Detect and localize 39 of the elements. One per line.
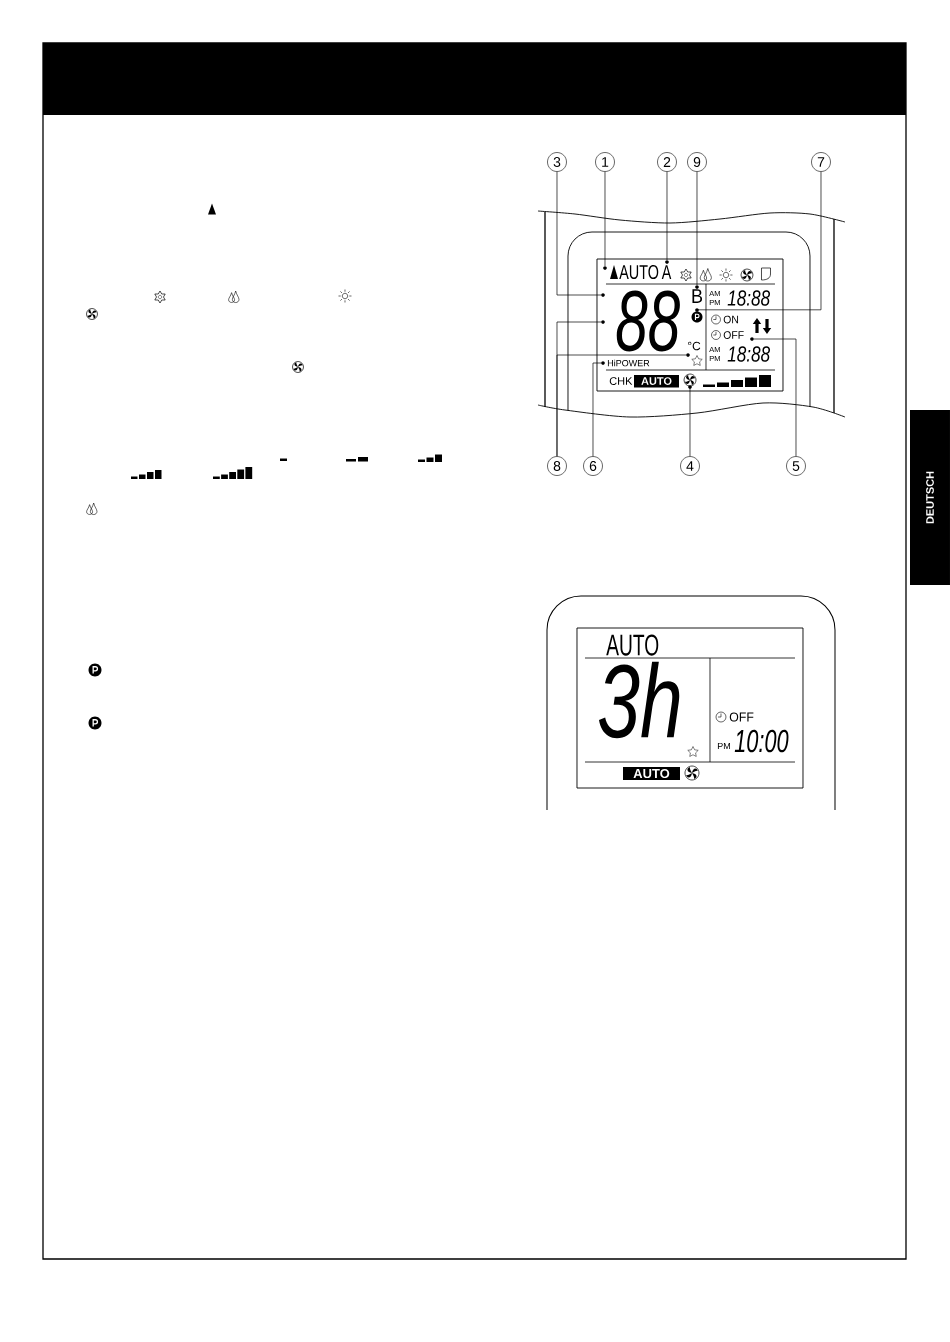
segment-digits: 88 bbox=[616, 290, 680, 352]
leader-line bbox=[696, 171, 698, 286]
clock-digits: 18:88 bbox=[727, 290, 771, 306]
display-text: B bbox=[692, 289, 703, 303]
display-text: CHK bbox=[609, 377, 633, 385]
callout-number: 8 bbox=[547, 456, 567, 476]
leader-line bbox=[696, 171, 822, 311]
display-text: HiPOWER bbox=[607, 359, 650, 367]
callout-number: 4 bbox=[680, 456, 700, 476]
display-text: ON bbox=[723, 315, 738, 324]
display-text: °C bbox=[688, 341, 701, 351]
leader-line bbox=[666, 171, 668, 261]
clock-digits: 10:00 bbox=[734, 729, 789, 753]
language-tab: DEUTSCH bbox=[910, 410, 950, 585]
leader-line bbox=[556, 171, 602, 296]
display-text: PM bbox=[717, 742, 730, 750]
p-symbol-icon bbox=[691, 308, 703, 323]
segment-digits: 3h bbox=[599, 661, 680, 739]
display-text: OFF bbox=[723, 331, 744, 339]
mode-text: A bbox=[661, 265, 672, 279]
leader-line bbox=[592, 362, 602, 457]
mode-text: AUTO bbox=[606, 634, 659, 656]
callout-number: 9 bbox=[687, 152, 707, 172]
highlighted-label: AUTO bbox=[623, 767, 680, 780]
callout-number: 2 bbox=[657, 152, 677, 172]
highlighted-label: AUTO bbox=[634, 375, 679, 388]
leader-line bbox=[753, 338, 797, 457]
callout-number: 7 bbox=[811, 152, 831, 172]
fan-icon bbox=[683, 373, 697, 389]
callout-number: 3 bbox=[547, 152, 567, 172]
leader-line bbox=[604, 171, 606, 267]
callout-number: 6 bbox=[583, 456, 603, 476]
callout-number: 5 bbox=[786, 456, 806, 476]
leader-line bbox=[689, 386, 691, 457]
callout-number: 1 bbox=[595, 152, 615, 172]
display-text: OFF bbox=[729, 712, 754, 722]
mode-text: AUTO bbox=[619, 264, 659, 280]
clock-digits: 18:88 bbox=[727, 346, 771, 362]
leader-line bbox=[556, 354, 687, 457]
